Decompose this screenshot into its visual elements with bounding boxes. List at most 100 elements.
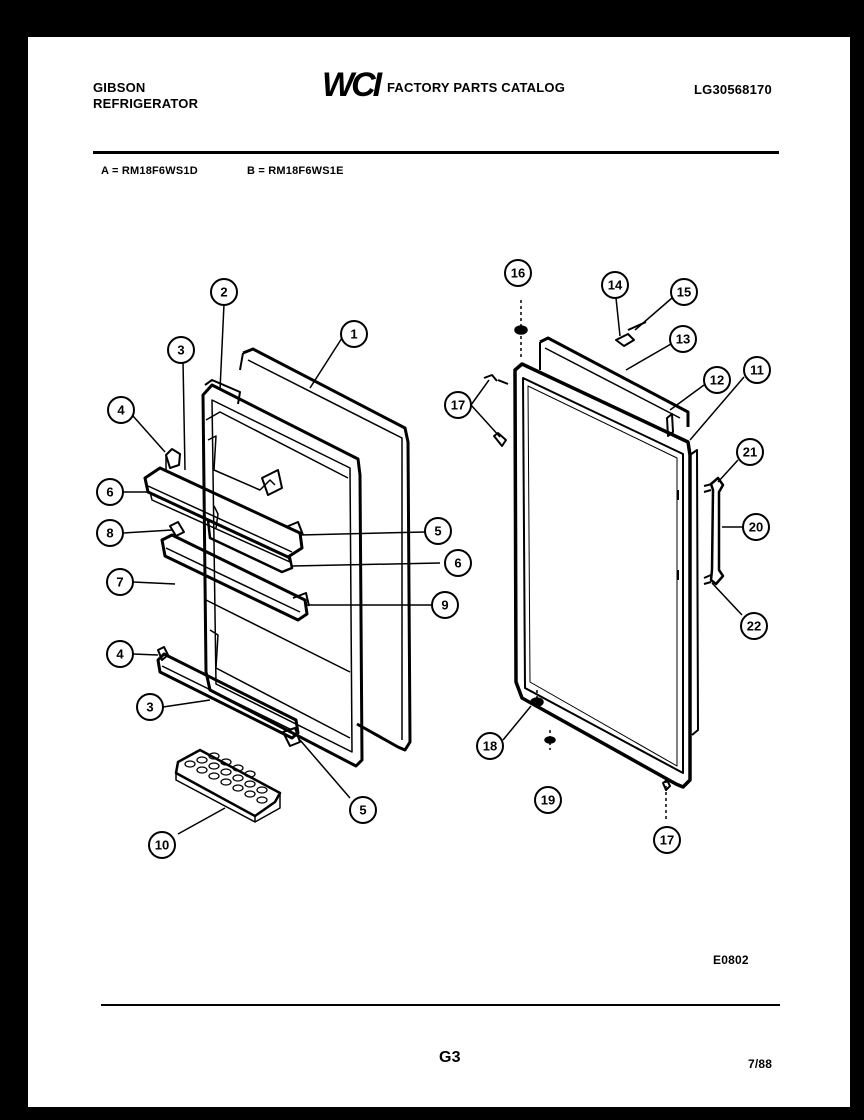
callout-5: 5 (424, 517, 452, 545)
page-label: G3 (439, 1049, 461, 1066)
door-handle (709, 476, 725, 586)
wci-logo: WCI (322, 66, 382, 104)
callout-circle (534, 786, 562, 814)
callout-number: 20 (749, 520, 763, 535)
callout-1: 1 (340, 320, 368, 348)
callout-circle (743, 356, 771, 384)
callout-5: 5 (349, 796, 377, 824)
callout-12: 12 (703, 366, 731, 394)
callout-circle (601, 271, 629, 299)
callout-circle (349, 796, 377, 824)
callout-circle (424, 517, 452, 545)
callout-circle (96, 519, 124, 547)
door-panel-right (513, 362, 692, 789)
callout-8: 8 (96, 519, 124, 547)
catalog-title: FACTORY PARTS CATALOG (387, 80, 566, 95)
callout-number: 3 (177, 343, 184, 358)
callout-number: 22 (747, 619, 761, 634)
door-shelf-middle (206, 518, 294, 574)
callout-20: 20 (742, 513, 770, 541)
callout-circle (210, 278, 238, 306)
callout-17: 17 (444, 391, 472, 419)
callout-number: 4 (117, 403, 125, 418)
callout-circle (167, 336, 195, 364)
callout-circle (96, 478, 124, 506)
model-a: A = RM18F6WS1D (101, 165, 198, 177)
callout-number: 13 (676, 332, 690, 347)
callout-circle (476, 732, 504, 760)
callout-circle (653, 826, 681, 854)
brand-name: GIBSON (93, 80, 146, 95)
callout-4: 4 (107, 396, 135, 424)
callout-17: 17 (653, 826, 681, 854)
callout-9: 9 (431, 591, 459, 619)
callout-3: 3 (167, 336, 195, 364)
callout-circle (136, 693, 164, 721)
callout-number: 15 (677, 285, 691, 300)
egg-tray (174, 748, 282, 818)
callout-21: 21 (736, 438, 764, 466)
callout-number: 8 (106, 526, 113, 541)
footer-rule (101, 1004, 780, 1006)
callout-number: 1 (350, 327, 357, 342)
callout-circle (703, 366, 731, 394)
callout-circle (106, 568, 134, 596)
door-gasket-left (242, 347, 412, 752)
callout-number: 7 (116, 575, 123, 590)
callout-2: 2 (210, 278, 238, 306)
door-liner-left (201, 383, 364, 768)
callout-circle (340, 320, 368, 348)
callout-15: 15 (670, 278, 698, 306)
callout-6: 6 (444, 549, 472, 577)
callout-22: 22 (740, 612, 768, 640)
callout-10: 10 (148, 831, 176, 859)
callout-circle (669, 325, 697, 353)
model-b: B = RM18F6WS1E (247, 165, 344, 177)
callout-circle (148, 831, 176, 859)
callout-circle (670, 278, 698, 306)
callout-circle (736, 438, 764, 466)
catalog-code: LG30568170 (694, 82, 772, 97)
callout-number: 6 (106, 485, 113, 500)
callout-circle (444, 391, 472, 419)
callout-11: 11 (743, 356, 771, 384)
door-shelf-lower (160, 533, 309, 622)
callout-number: 10 (155, 838, 169, 853)
callout-14: 14 (601, 271, 629, 299)
callout-number: 17 (451, 398, 465, 413)
door-gasket-right (539, 336, 690, 427)
callout-18: 18 (476, 732, 504, 760)
diagram-code: E0802 (713, 953, 749, 967)
callout-number: 19 (541, 793, 555, 808)
callout-number: 16 (511, 266, 525, 281)
header-rule (93, 151, 779, 154)
callout-number: 17 (660, 833, 674, 848)
callout-circle (106, 640, 134, 668)
callout-19: 19 (534, 786, 562, 814)
callout-number: 5 (359, 803, 366, 818)
callout-number: 12 (710, 373, 724, 388)
callout-16: 16 (504, 259, 532, 287)
callout-number: 18 (483, 739, 497, 754)
callout-circle (740, 612, 768, 640)
callout-number: 21 (743, 445, 757, 460)
callout-number: 3 (146, 700, 153, 715)
callout-number: 6 (454, 556, 461, 571)
callout-circle (431, 591, 459, 619)
callout-number: 2 (220, 285, 227, 300)
callout-number: 14 (608, 278, 623, 293)
callout-6: 6 (96, 478, 124, 506)
callout-number: 4 (116, 647, 124, 662)
callout-13: 13 (669, 325, 697, 353)
callout-4: 4 (106, 640, 134, 668)
callout-3: 3 (136, 693, 164, 721)
callout-number: 11 (750, 363, 764, 378)
callout-circle (742, 513, 770, 541)
callout-circle (107, 396, 135, 424)
callout-circle (444, 549, 472, 577)
product-type: REFRIGERATOR (93, 96, 199, 111)
callout-number: 5 (434, 524, 441, 539)
callout-7: 7 (106, 568, 134, 596)
callout-number: 9 (441, 598, 448, 613)
